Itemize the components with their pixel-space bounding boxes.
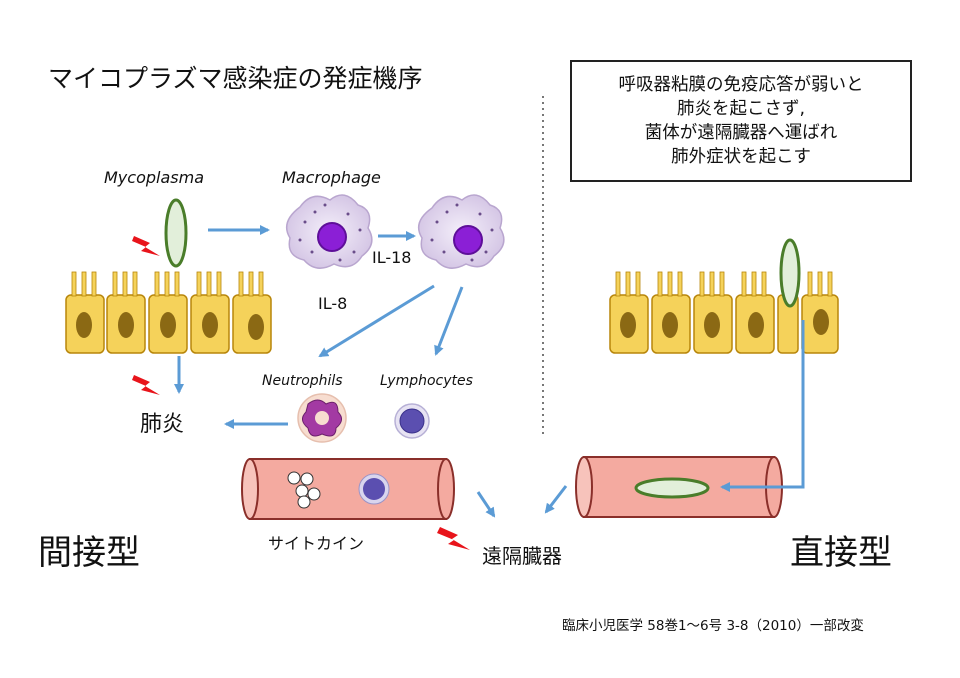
arrow: [318, 284, 435, 358]
epithelial-cell: [801, 271, 839, 354]
flow-arrows: [174, 225, 805, 518]
label-distant-organ: 遠隔臓器: [482, 544, 562, 568]
macrophage-cell: [417, 194, 505, 269]
label-il18: IL-18: [372, 248, 412, 267]
label-lymphocytes: Lymphocytes: [380, 373, 473, 389]
note-box: 呼吸器粘膜の免疫応答が弱いと 肺炎を起こさず, 菌体が遠隔臓器へ運ばれ 肺外症状…: [570, 60, 912, 182]
neutrophil-cell: [297, 393, 347, 443]
lightning-icon: [132, 236, 160, 256]
blood-vessel-right: [575, 456, 783, 518]
label-mycoplasma: Mycoplasma: [104, 168, 204, 187]
label-direct-type: 直接型: [790, 533, 892, 573]
note-line: 肺炎を起こさず,: [676, 98, 806, 119]
epithelial-cell: [651, 271, 691, 354]
note-line: 肺外症状を起こす: [671, 147, 811, 168]
epithelial-cells-left: [65, 271, 272, 354]
epithelial-cell: [65, 271, 105, 354]
epithelial-cell: [106, 271, 146, 354]
blood-vessel-left: [241, 458, 455, 520]
citation: 臨床小児医学 58巻1～6号 3-8（2010）一部改変: [562, 618, 864, 634]
mycoplasma-shape: [164, 198, 188, 268]
label-il8: IL-8: [318, 294, 348, 313]
macrophage-cell: [285, 194, 373, 269]
lightning-icon: [437, 527, 470, 550]
epithelial-cell: [148, 271, 188, 354]
mycoplasma-shape: [779, 238, 801, 308]
epithelial-cell: [609, 271, 649, 354]
arrow: [476, 491, 496, 518]
label-macrophage: Macrophage: [282, 168, 381, 187]
epithelial-cell: [190, 271, 230, 354]
epithelial-cell: [693, 271, 733, 354]
label-pneumonia: 肺炎: [140, 412, 185, 437]
label-indirect-type: 間接型: [38, 533, 140, 573]
arrow: [544, 485, 568, 514]
diagram-title: マイコプラズマ感染症の発症機序: [48, 64, 423, 93]
epithelial-cell: [735, 271, 775, 354]
lymphocyte-cell: [394, 403, 430, 439]
note-line: 菌体が遠隔臓器へ運ばれ: [644, 123, 838, 143]
arrow: [434, 286, 464, 356]
note-line: 呼吸器粘膜の免疫応答が弱いと: [618, 74, 864, 95]
arrow: [720, 320, 805, 492]
epithelial-cells-right: [609, 271, 839, 354]
label-cytokine: サイトカイン: [268, 534, 365, 553]
epithelial-cell: [232, 271, 272, 354]
label-neutrophils: Neutrophils: [262, 373, 343, 389]
lightning-icon: [132, 375, 160, 395]
